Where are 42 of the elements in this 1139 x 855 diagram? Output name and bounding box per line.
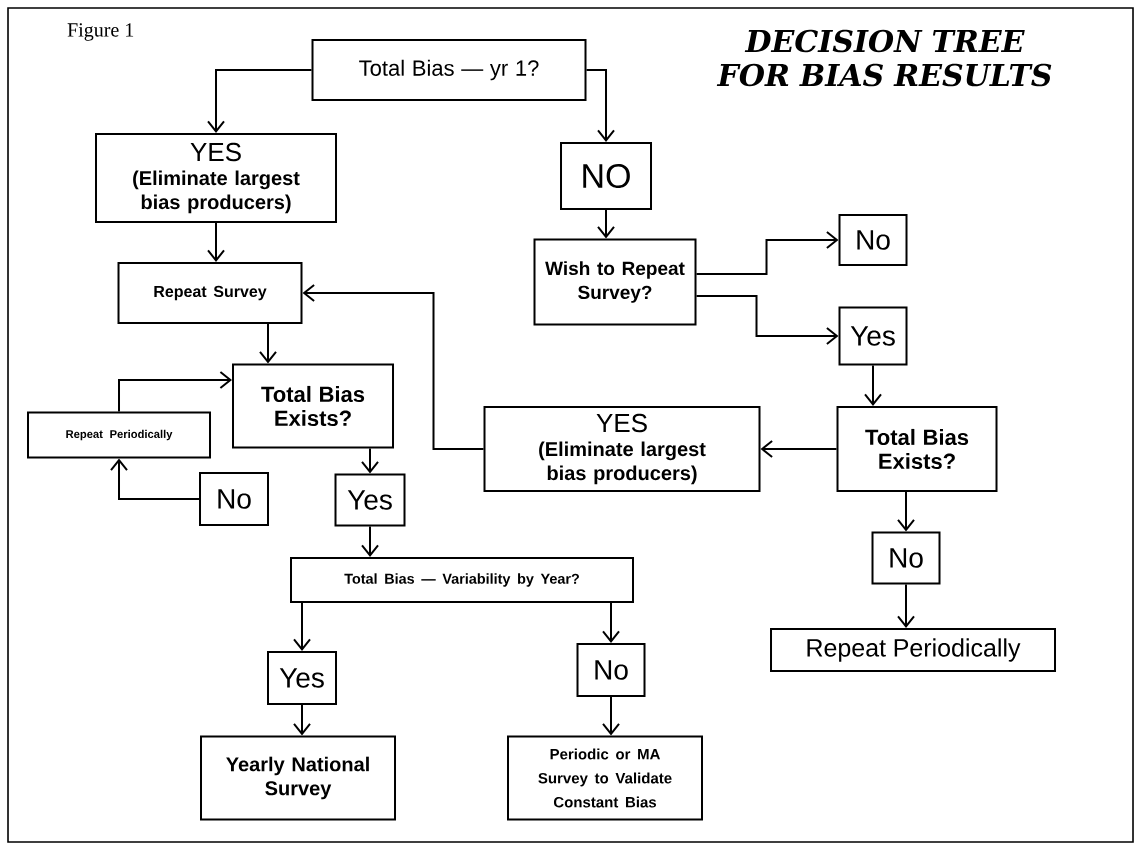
arrow — [293, 602, 311, 651]
arrow — [361, 447, 379, 474]
arrow — [597, 209, 615, 239]
arrow — [585, 69, 615, 142]
arrow — [207, 69, 313, 133]
arrow — [897, 491, 915, 532]
process-box: Total Bias Exists? — [232, 363, 394, 449]
process-box: Repeat Periodically — [27, 411, 211, 459]
arrow — [207, 222, 225, 262]
process-box: NO — [560, 142, 652, 210]
arrow — [293, 704, 311, 736]
arrow — [695, 231, 839, 275]
process-box: YES (Eliminate largest bias producers) — [95, 133, 337, 223]
arrow — [110, 458, 200, 500]
figure-label: Figure 1 — [67, 23, 134, 41]
arrow — [118, 371, 232, 413]
arrow — [864, 364, 882, 406]
process-box: No — [838, 214, 908, 266]
arrow — [361, 525, 379, 557]
arrow — [695, 295, 839, 345]
process-box: Total Bias Exists? — [836, 406, 998, 492]
process-box: No — [576, 643, 646, 697]
process-box: YES (Eliminate largest bias producers) — [483, 406, 761, 492]
process-box: Total Bias — yr 1? — [311, 39, 587, 101]
process-box: Repeat Periodically — [770, 628, 1056, 672]
process-box: Total Bias — Variability by Year? — [290, 557, 634, 603]
process-box: Periodic or MA Survey to Validate Constant Bias — [507, 735, 703, 821]
arrow — [760, 440, 838, 458]
process-box: No — [871, 531, 941, 585]
process-box: Yes — [334, 473, 406, 527]
title: DECISION TREE FOR BIAS RESULTS — [716, 29, 1052, 87]
process-box: Yes — [838, 306, 908, 366]
process-box: Yes — [267, 651, 337, 705]
arrow — [897, 583, 915, 628]
process-box: Repeat Survey — [117, 262, 303, 324]
arrow — [602, 602, 620, 643]
arrow — [259, 323, 277, 364]
process-box: Wish to Repeat Survey? — [533, 238, 697, 326]
arrow — [302, 284, 485, 450]
process-box: No — [199, 472, 269, 526]
process-box: Yearly National Survey — [200, 735, 396, 821]
arrow — [602, 696, 620, 736]
